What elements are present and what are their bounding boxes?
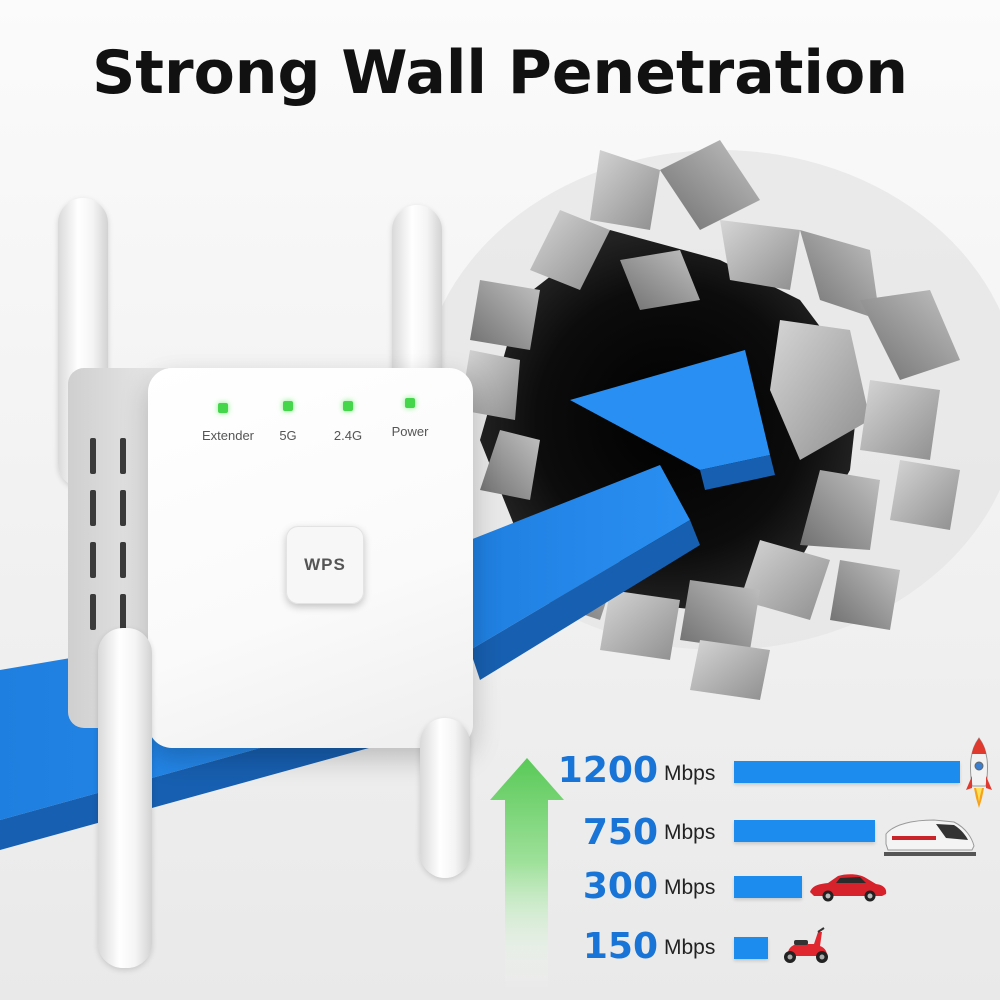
speed-bar — [734, 761, 960, 783]
scooter-icon — [784, 927, 828, 963]
wps-button[interactable]: WPS — [286, 526, 364, 604]
vent-slot — [120, 542, 126, 578]
24g-led — [343, 401, 353, 411]
vent-slot — [90, 542, 96, 578]
5g-label: 5G — [279, 428, 297, 443]
extender-led — [218, 403, 228, 413]
speed-value: 750 — [582, 812, 658, 853]
power-led — [405, 398, 415, 408]
vent-slot — [120, 490, 126, 526]
speed-value: 150 — [582, 926, 658, 967]
power-label: Power — [391, 424, 429, 439]
vent-slot — [90, 594, 96, 630]
5g-led — [283, 401, 293, 411]
page-title: Strong Wall Penetration — [92, 38, 908, 108]
vent-slot — [90, 438, 96, 474]
24g-label: 2.4G — [333, 428, 363, 443]
rock-shards — [460, 140, 960, 700]
device-front-panel: Extender 5G 2.4G Power WPS — [148, 368, 473, 748]
speed-bar — [734, 937, 768, 959]
speed-value: 300 — [582, 866, 658, 907]
speed-value: 1200 — [557, 750, 658, 791]
vent-slot — [120, 438, 126, 474]
speed-unit: Mbps — [664, 821, 716, 844]
train-icon — [884, 819, 976, 856]
antenna-right-front — [420, 718, 470, 878]
speed-unit: Mbps — [664, 936, 716, 959]
extender-label: Extender — [201, 428, 255, 443]
speed-unit: Mbps — [664, 762, 716, 785]
antenna-left-front — [98, 628, 152, 968]
speed-unit: Mbps — [664, 876, 716, 899]
speed-bar — [734, 820, 875, 842]
vent-slot — [120, 594, 126, 630]
speed-bar — [734, 876, 802, 898]
rocket-icon — [966, 737, 992, 808]
growth-arrow — [490, 758, 564, 990]
vent-slot — [90, 490, 96, 526]
car-icon — [810, 874, 887, 902]
